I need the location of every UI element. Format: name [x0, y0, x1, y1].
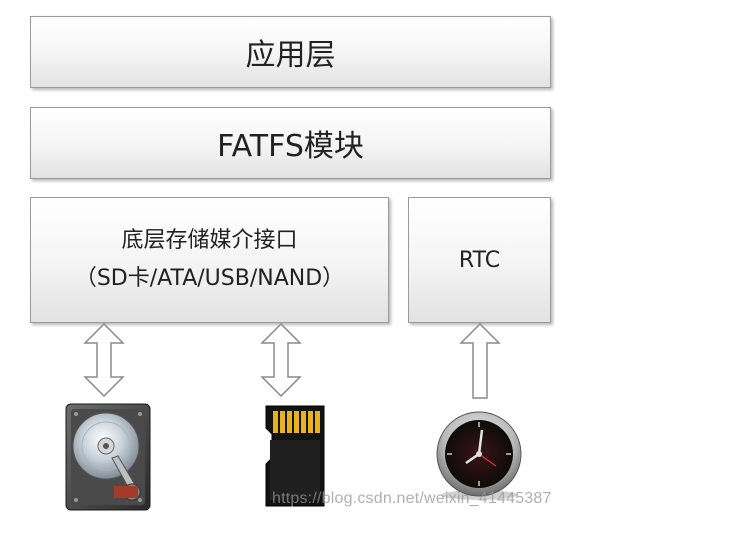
rtc-block: RTC — [408, 197, 551, 323]
sd-card-icon — [265, 405, 325, 507]
storage-interface: 底层存储媒介接口 （SD卡/ATA/USB/NAND） — [30, 197, 389, 323]
double-arrow-sd — [260, 323, 302, 397]
application-layer: 应用层 — [30, 16, 551, 88]
fatfs-module: FATFS模块 — [30, 107, 551, 179]
storage-interface-types: （SD卡/ATA/USB/NAND） — [74, 266, 345, 291]
storage-interface-title: 底层存储媒介接口 — [121, 228, 298, 253]
rtc-label: RTC — [458, 247, 501, 273]
watermark-text: https://blog.csdn.net/weixin_41445387 — [272, 490, 552, 507]
double-arrow-hdd — [83, 323, 125, 397]
hard-disk-icon — [65, 403, 151, 511]
up-arrow-rtc — [459, 323, 501, 399]
clock-icon — [436, 411, 522, 500]
application-layer-label: 应用层 — [245, 38, 336, 73]
fatfs-module-label: FATFS模块 — [217, 129, 364, 164]
